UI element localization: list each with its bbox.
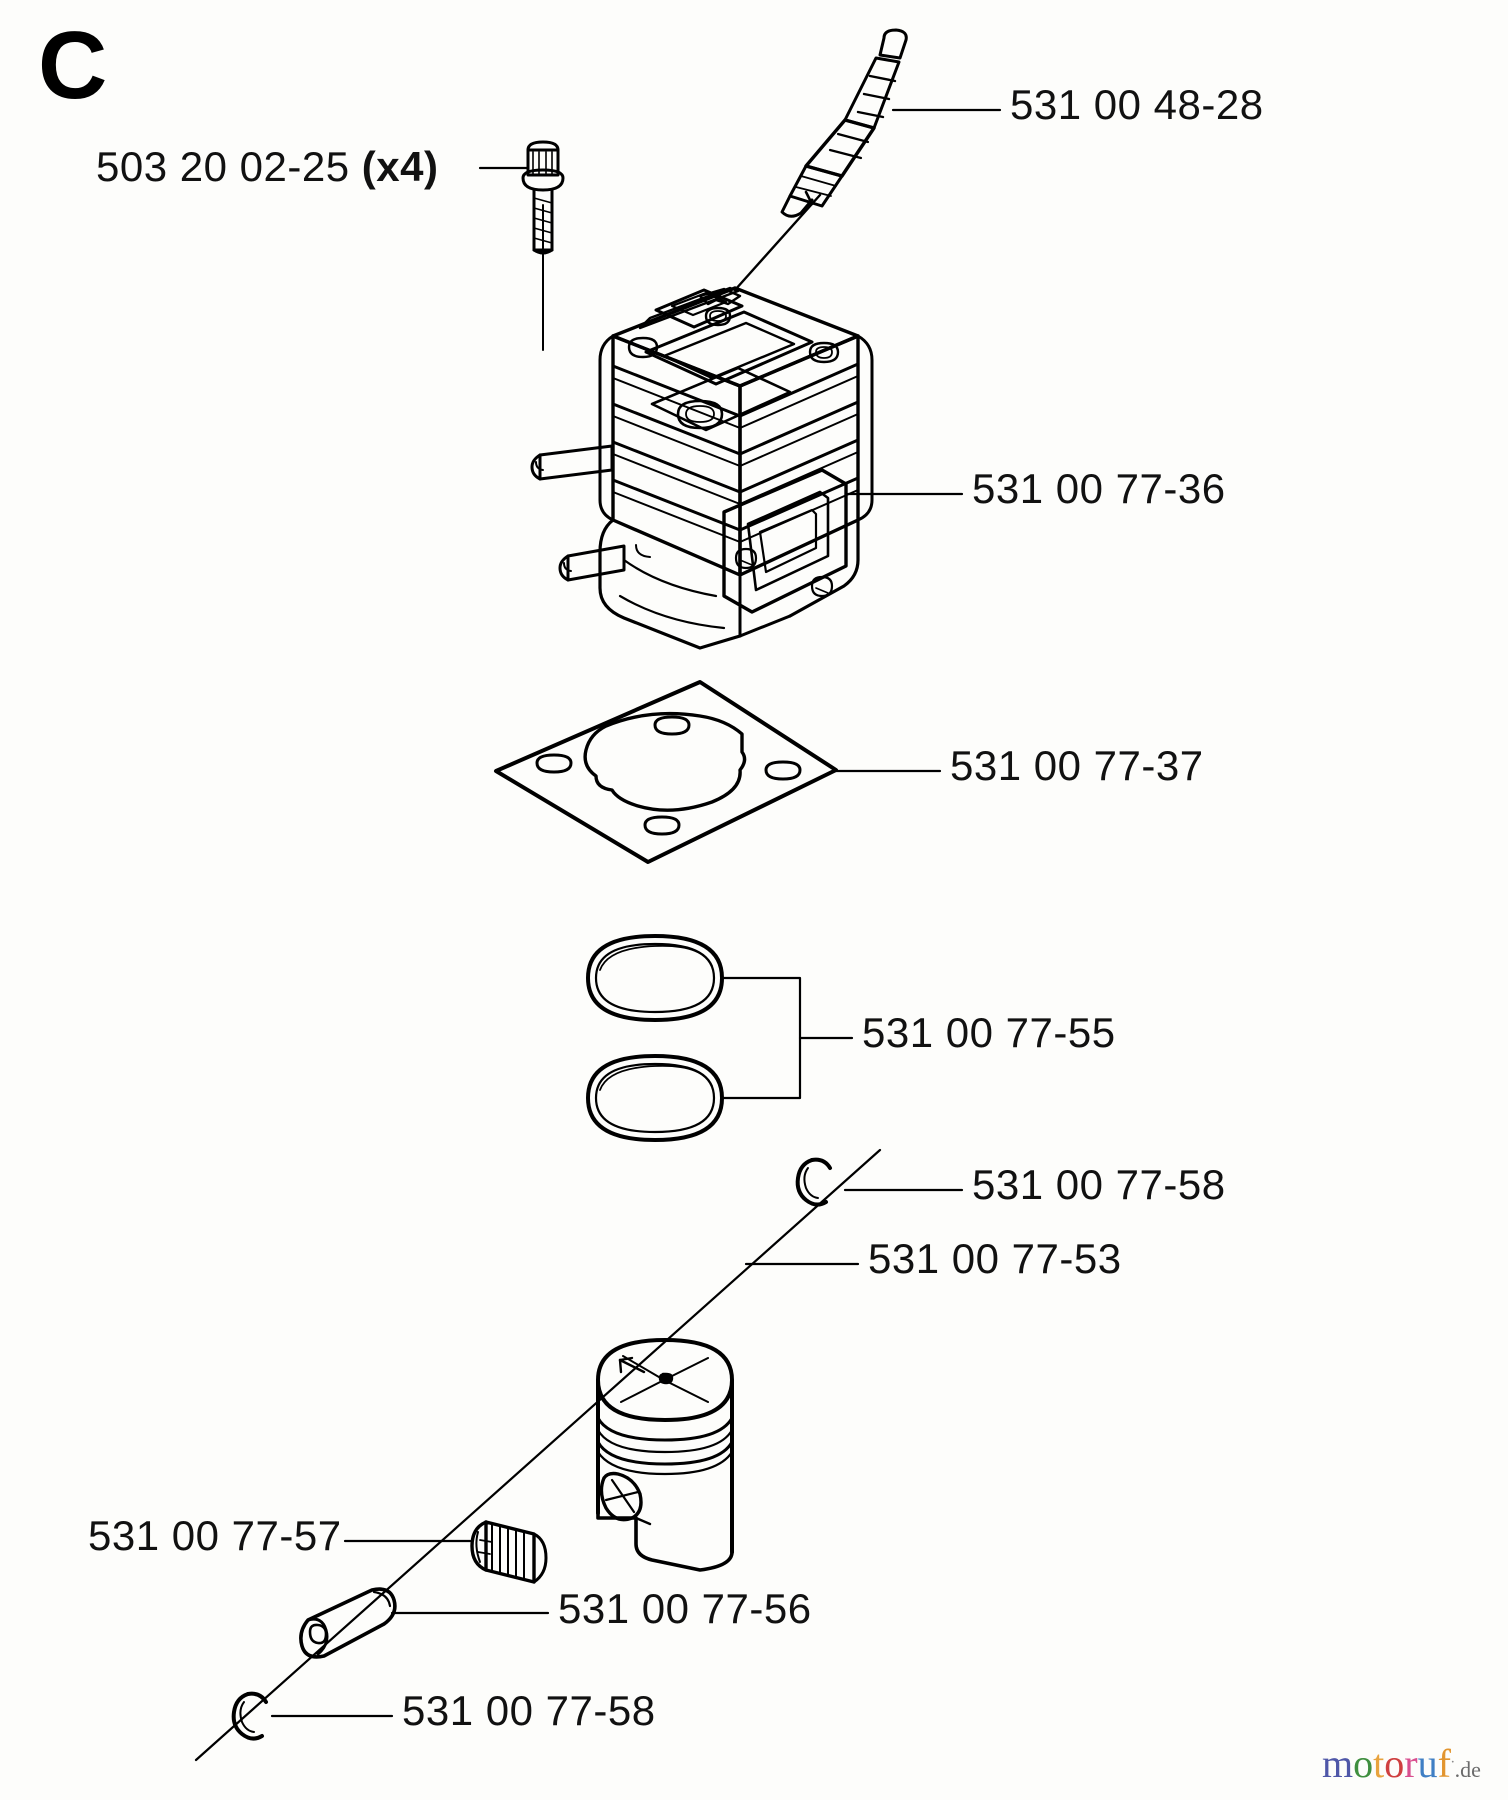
circlip-top-part: [795, 1157, 832, 1207]
leader-lines: [270, 108, 1002, 1718]
screw-part: [521, 140, 565, 255]
label-cylinder: 531 00 77-36: [972, 465, 1226, 512]
piston-pin-part: [299, 1587, 397, 1659]
label-spark-plug: 531 00 48-28: [1010, 81, 1264, 128]
piston-ring-lower: [586, 1054, 724, 1142]
assembly-axis: [194, 1148, 882, 1762]
label-piston-rings: 531 00 77-55: [862, 1009, 1116, 1056]
piston-ring-upper: [586, 934, 724, 1022]
label-gasket: 531 00 77-37: [950, 742, 1204, 789]
spark-plug-part: [780, 28, 908, 218]
label-needle-bearing: 531 00 77-57: [88, 1512, 342, 1559]
motoruf-watermark: motoruf..de: [1322, 1744, 1481, 1784]
wm-suffix: .de: [1454, 1757, 1481, 1782]
label-screw: 503 20 02-25 (x4): [96, 146, 438, 188]
wm-letter: r: [1404, 1741, 1418, 1786]
wm-letter: m: [1322, 1741, 1354, 1786]
label-piston: 531 00 77-53: [868, 1235, 1122, 1282]
section-letter: C: [38, 12, 107, 119]
cylinder-gasket-part: [494, 680, 838, 864]
wm-letters: motoruf: [1322, 1741, 1451, 1786]
label-screw-qty: (x4): [361, 143, 439, 190]
circlip-bottom-part: [231, 1691, 268, 1741]
wm-letter: o: [1353, 1741, 1374, 1786]
wm-letter: t: [1373, 1741, 1385, 1786]
label-circlip-bottom: 531 00 77-58: [402, 1687, 656, 1734]
label-screw-number: 503 20 02-25: [96, 143, 350, 190]
wm-letter: o: [1384, 1741, 1405, 1786]
label-piston-pin: 531 00 77-56: [558, 1585, 812, 1632]
wm-letter: f: [1437, 1741, 1451, 1786]
piston-part: [596, 1338, 734, 1572]
needle-bearing-part: [470, 1520, 548, 1584]
cylinder-part: [530, 286, 874, 650]
wm-dot: .: [1450, 1750, 1455, 1767]
wm-letter: u: [1417, 1741, 1438, 1786]
label-circlip-top: 531 00 77-58: [972, 1161, 1226, 1208]
